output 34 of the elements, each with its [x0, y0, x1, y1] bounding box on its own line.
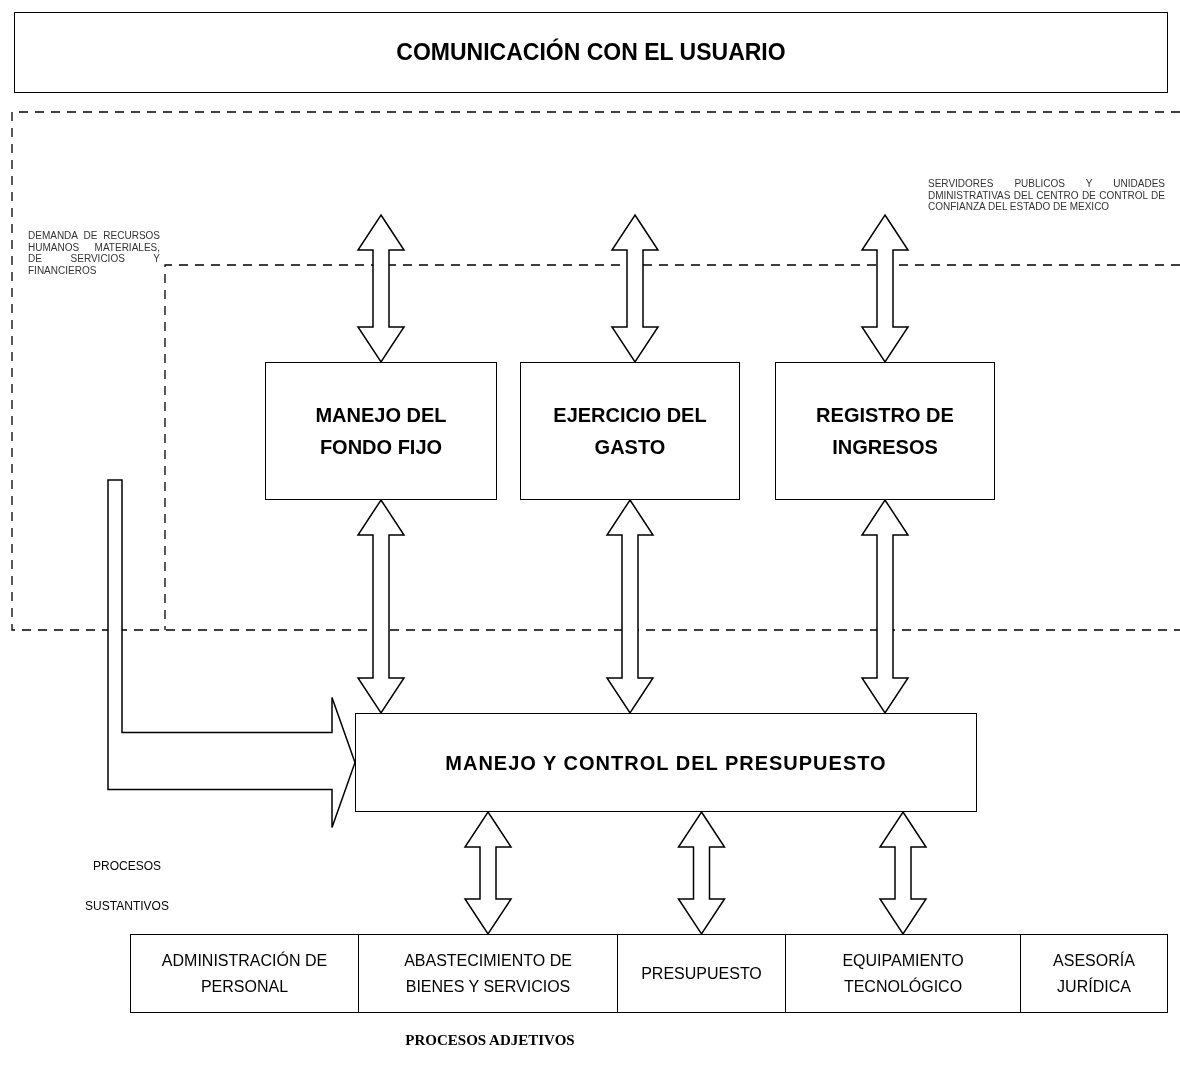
process-box: [520, 362, 740, 500]
process-cell: [1020, 934, 1168, 1013]
box-text: MANEJO DEL FONDO FIJO: [314, 403, 448, 460]
box-text: MANEJO Y CONTROL DEL PRESUPUESTO: [445, 750, 887, 776]
box-text: EJERCICIO DEL GASTO: [552, 403, 708, 460]
box-text: REGISTRO DE INGRESOS: [815, 403, 955, 460]
double-arrow: [677, 810, 726, 936]
process-box: [775, 362, 995, 500]
double-arrow: [610, 213, 660, 364]
process-box: [265, 362, 497, 500]
process-cell: [130, 934, 359, 1013]
box-text: EQUIPAMIENTO TECNOLÓGICO: [841, 950, 965, 997]
region-note: SERVIDORES PUBLICOS Y UNIDADES DMINISTRATIVAS DEL CENTRO DE CONTROL DE CONFIANZA DEL ESTADO DE MEXICO: [928, 178, 1165, 213]
box-text: ADMINISTRACIÓN DE PERSONAL: [160, 950, 329, 997]
box-text: ASESORÍA JURÍDICA: [1052, 950, 1136, 997]
double-arrow: [878, 810, 928, 936]
box-text: ABASTECIMIENTO DE BIENES Y SERVICIOS: [403, 950, 573, 997]
bottom-label: PROCESOS ADJETIVOS: [404, 1032, 576, 1050]
block-arrow: [107, 479, 356, 829]
double-arrow: [605, 498, 655, 715]
double-arrow: [860, 213, 910, 364]
double-arrow: [356, 498, 406, 715]
header-box: [14, 12, 1168, 93]
process-cell: [617, 934, 786, 1013]
side-label: PROCESOS SUSTANTIVOS: [84, 858, 170, 915]
box-text: PRESUPUESTO: [641, 963, 762, 984]
process-cell: [785, 934, 1021, 1013]
process-cell: [358, 934, 618, 1013]
box-text: COMUNICACIÓN CON EL USUARIO: [396, 37, 786, 68]
process-box: [355, 713, 977, 812]
double-arrow: [356, 213, 406, 364]
double-arrow: [463, 810, 513, 936]
double-arrow: [860, 498, 910, 715]
region-note: DEMANDA DE RECURSOS HUMANOS MATERIALES, DE SERVICIOS Y FINANCIEROS: [28, 230, 160, 276]
